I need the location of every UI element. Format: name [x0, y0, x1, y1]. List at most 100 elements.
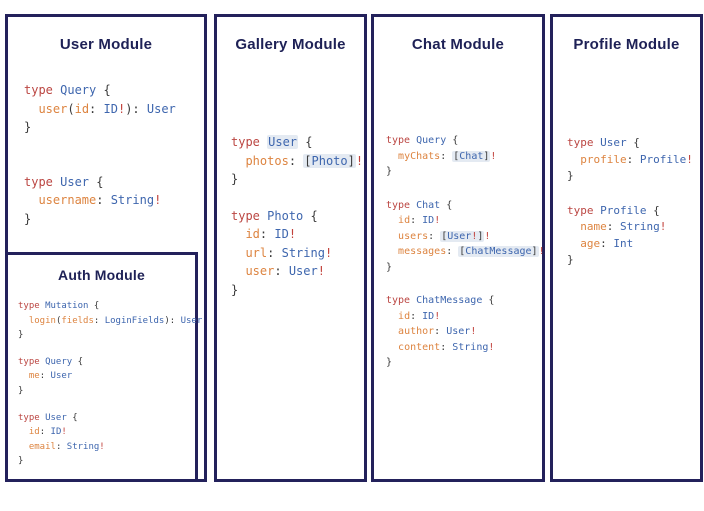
token-pun: [386, 231, 398, 242]
token-typ: User: [288, 264, 318, 278]
token-pun: [231, 264, 245, 278]
code-line: }: [386, 260, 545, 276]
code-line: id: ID!: [386, 213, 545, 229]
token-fld: id: [74, 101, 90, 116]
token-bang: !: [117, 101, 126, 116]
token-pun: :: [600, 236, 614, 250]
code-line: username: String!: [24, 191, 176, 210]
highlighted-token: [ChatMessage]: [458, 246, 539, 257]
token-pun: }: [18, 330, 24, 341]
token-kw: type: [18, 301, 46, 311]
panel-title-profile-module: Profile Module: [573, 36, 680, 53]
code-line: }: [386, 164, 545, 180]
panel-title-chat-module: Chat Module: [411, 36, 505, 53]
token-fld: username: [38, 193, 97, 207]
token-pun: :: [96, 193, 111, 207]
token-typ: User: [600, 136, 634, 149]
token-pun: [567, 220, 580, 233]
token-pun: :: [434, 326, 447, 337]
code-line: }: [231, 281, 363, 300]
token-fld: myChats: [398, 150, 441, 162]
token-pun: }: [18, 385, 24, 396]
code-line: age: Int: [567, 236, 693, 253]
code-line: }: [567, 168, 693, 185]
token-pun: [24, 193, 38, 207]
panel-title-gallery-module: Gallery Module: [235, 36, 346, 53]
token-bang: !: [288, 227, 297, 241]
token-fld: name: [580, 220, 607, 233]
token-pun: ):: [164, 315, 181, 326]
token-bang: !: [471, 230, 478, 242]
code-line: user: User!: [231, 262, 363, 281]
code-line: }: [18, 328, 202, 343]
code-line: name: String!: [567, 219, 693, 236]
code-line: id: ID!: [386, 309, 545, 325]
token-pun: [567, 153, 580, 166]
code-line: users: [User!]!: [386, 229, 545, 245]
token-typ: User: [268, 135, 298, 149]
code-block: type Photo { id: ID! url: String! user: …: [231, 207, 363, 300]
code-block: type User { username: String!}: [24, 173, 176, 229]
code-line: messages: [ChatMessage]!: [386, 244, 545, 260]
token-pun: {: [488, 295, 495, 306]
panel-title-user-module: User Module: [59, 36, 153, 53]
code-line: myChats: [Chat]!: [386, 149, 545, 165]
code-block: type Query { me: User}: [18, 355, 202, 399]
code-line: type Query {: [386, 133, 545, 149]
code-line: user(id: ID!): User: [24, 100, 176, 119]
token-fld: messages: [398, 246, 447, 257]
code-block: type Chat { id: ID! users: [User!]! mess…: [386, 198, 545, 276]
token-pun: :: [267, 245, 282, 260]
token-typ: String: [110, 193, 155, 207]
code-block: type User { photos: [Photo]!}: [231, 133, 363, 189]
panel-profile-module: Profile Module type User { profile: Prof…: [550, 14, 703, 482]
token-pun: {: [310, 208, 318, 223]
token-typ: ID: [274, 227, 289, 241]
token-typ: Mutation: [45, 301, 94, 311]
token-fld: email: [28, 441, 56, 452]
token-pun: [: [304, 153, 312, 168]
token-bang: !: [488, 341, 495, 353]
code-line: id: ID!: [18, 425, 202, 440]
token-pun: {: [77, 356, 84, 367]
token-pun: [231, 154, 245, 168]
token-pun: }: [18, 456, 24, 467]
token-pun: :: [428, 230, 441, 242]
token-typ: User: [50, 371, 73, 382]
token-pun: :: [410, 310, 423, 322]
token-fld: users: [398, 230, 429, 242]
code-line: }: [24, 118, 176, 137]
code-block: type User { profile: Profile!}: [567, 135, 693, 185]
token-pun: ]: [347, 153, 355, 168]
token-pun: {: [452, 135, 459, 146]
token-typ: User: [146, 101, 176, 116]
token-pun: [386, 326, 398, 337]
panel-title-auth-module: Auth Module: [58, 267, 145, 283]
token-pun: [386, 342, 398, 353]
code-line: type User {: [231, 133, 363, 152]
token-kw: type: [386, 199, 417, 211]
token-typ: ID: [422, 215, 435, 226]
token-typ: Photo: [311, 153, 348, 168]
token-kw: type: [386, 295, 417, 306]
token-bang: !: [686, 152, 693, 166]
code-block: type Mutation { login(fields: LoginField…: [18, 299, 202, 343]
token-pun: (: [55, 315, 62, 326]
code-line: type Chat {: [386, 198, 545, 214]
highlighted-token: [User!]: [440, 230, 485, 242]
token-typ: String: [281, 245, 325, 260]
token-bang: !: [99, 441, 105, 452]
panel-gallery-module: Gallery Module type User { photos: [Phot…: [214, 14, 367, 482]
token-pun: [386, 311, 398, 322]
token-pun: :: [89, 101, 104, 116]
token-pun: :: [39, 371, 51, 382]
token-bang: !: [355, 153, 364, 168]
token-pun: [231, 227, 245, 241]
code-line: email: String!: [18, 440, 202, 455]
token-bang: !: [324, 245, 333, 260]
token-pun: {: [72, 412, 78, 423]
code-line: }: [18, 384, 202, 399]
code-line: type User {: [567, 135, 693, 152]
code-line: }: [231, 170, 363, 189]
token-kw: type: [567, 203, 601, 217]
